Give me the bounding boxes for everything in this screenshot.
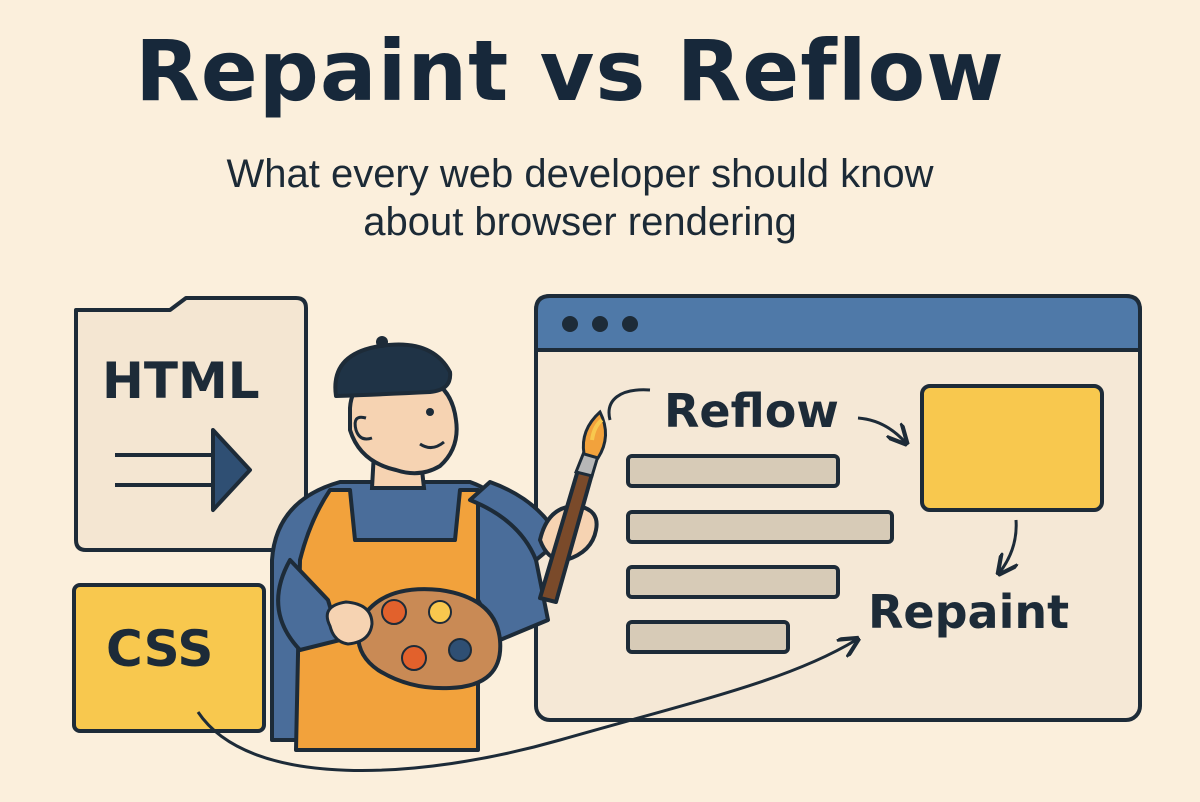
content-bar: [626, 620, 790, 654]
window-dot: [622, 316, 638, 332]
window-dot: [592, 316, 608, 332]
palette-icon: [325, 587, 503, 691]
subtitle-line-1: What every web developer should know: [226, 152, 934, 196]
window-dot: [562, 316, 578, 332]
content-bar: [626, 510, 894, 544]
css-card: [72, 583, 266, 733]
page-title: Repaint vs Reflow: [135, 22, 1005, 120]
reflow-arrow: [857, 416, 905, 442]
paintbrush-icon: [538, 409, 607, 604]
arrow-right-icon: [115, 428, 252, 512]
content-bar: [626, 454, 840, 488]
highlight-box: [920, 384, 1104, 512]
repaint-arrow: [1000, 519, 1016, 572]
repaint-label: Repaint: [868, 585, 1070, 639]
brush-stroke-line: [607, 388, 651, 421]
subtitle-line-2: about browser rendering: [363, 200, 797, 244]
browser-window: [534, 294, 1142, 722]
reflow-label: Reflow: [664, 384, 839, 438]
html-document-card: [74, 296, 308, 552]
content-bar: [626, 565, 840, 599]
css-to-repaint-arrow: [196, 640, 856, 772]
css-label: CSS: [106, 620, 214, 678]
html-label: HTML: [102, 352, 260, 410]
subtitle: What every web developer should know abo…: [0, 150, 1160, 246]
